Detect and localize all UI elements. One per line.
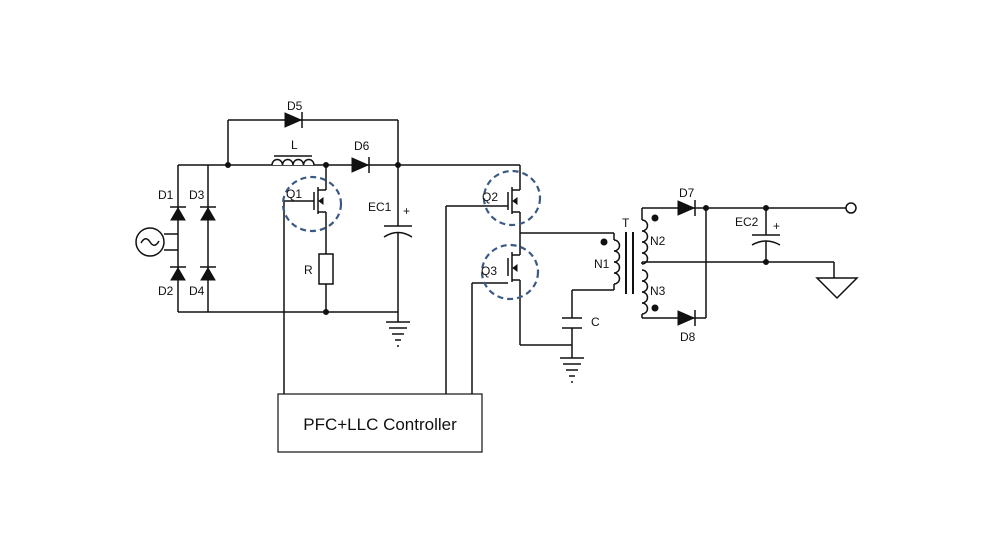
output-terminal <box>845 202 857 214</box>
capacitor-ec2 <box>751 208 781 262</box>
inductor-l <box>271 155 315 166</box>
ac-source <box>135 227 178 257</box>
mosfet-q2 <box>445 165 521 394</box>
label-d3: D3 <box>189 188 205 202</box>
label-d8: D8 <box>680 330 696 344</box>
label-ec1: EC1 <box>368 200 392 214</box>
diode-d2 <box>170 266 186 281</box>
label-l: L <box>291 138 298 152</box>
diode-d1 <box>170 206 186 221</box>
diode-d5 <box>284 112 303 128</box>
label-t: T <box>622 216 630 230</box>
label-d7: D7 <box>679 186 695 200</box>
label-r: R <box>304 263 313 277</box>
ground-pfc <box>386 321 410 347</box>
label-c: C <box>591 315 600 329</box>
capacitor-c <box>562 317 582 329</box>
label-ec2-plus: + <box>773 219 780 233</box>
diode-d7 <box>677 200 696 216</box>
controller-box <box>277 393 483 453</box>
label-d1: D1 <box>158 188 174 202</box>
bypass-wire-d5 <box>225 119 399 168</box>
q2-highlight-circle <box>482 169 542 227</box>
label-n3: N3 <box>650 284 666 298</box>
ground-llc <box>560 357 584 383</box>
label-n1: N1 <box>594 257 610 271</box>
resonant-tank-wires <box>520 232 615 358</box>
ground-output <box>815 277 859 300</box>
label-q1: Q1 <box>286 187 302 201</box>
controller-label: PFC+LLC Controller <box>303 415 457 434</box>
label-ec1-plus: + <box>403 204 410 218</box>
diode-d3 <box>200 206 216 221</box>
diode-d4 <box>200 266 216 281</box>
label-n2: N2 <box>650 234 666 248</box>
q1-highlight-circle <box>281 175 343 233</box>
diode-d8 <box>677 310 696 326</box>
label-q2: Q2 <box>482 190 498 204</box>
label-d5: D5 <box>287 99 303 113</box>
label-d4: D4 <box>189 284 205 298</box>
transformer-t <box>600 214 659 315</box>
label-d6: D6 <box>354 139 370 153</box>
mosfet-q3 <box>471 252 521 394</box>
label-q3: Q3 <box>481 264 497 278</box>
q3-highlight-circle <box>480 243 540 301</box>
bridge-wires <box>177 164 520 313</box>
mosfet-q1 <box>283 162 329 394</box>
label-ec2: EC2 <box>735 215 759 229</box>
resistor-r <box>318 253 334 315</box>
label-d2: D2 <box>158 284 174 298</box>
capacitor-ec1 <box>383 165 413 322</box>
